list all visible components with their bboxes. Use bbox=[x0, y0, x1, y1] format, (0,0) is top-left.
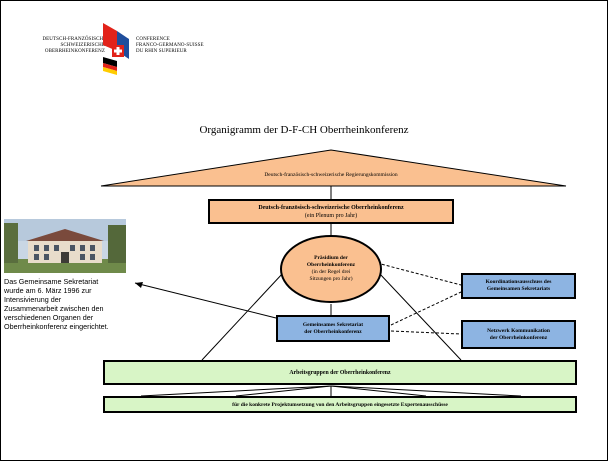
logo-line: DU RHIN SUPERIEUR bbox=[136, 49, 187, 54]
diagram-title: Organigramm der D-F-CH Oberrheinkonferen… bbox=[199, 124, 409, 136]
caption-line: wurde am 6. März 1996 zur bbox=[4, 286, 92, 295]
netzwerk-title: Netzwerk Kommunikation bbox=[487, 327, 550, 334]
praesidium-title: Oberrheinkonferenz bbox=[306, 262, 356, 268]
praesidium-note: (in der Regel drei bbox=[311, 269, 351, 275]
caption-line: Intensivierung der bbox=[4, 295, 62, 304]
oberrheinkonferenz-box: Deutsch-französisch-schweizerische Oberr… bbox=[208, 199, 454, 224]
sekretariat-box: Gemeinsames Sekretariat der Oberrheinkon… bbox=[276, 315, 390, 342]
praesidium-ellipse bbox=[280, 235, 382, 303]
oberrheinkonferenz-title: Deutsch-französisch-schweizerische Oberr… bbox=[258, 204, 404, 211]
regierungskommission-triangle bbox=[100, 149, 567, 187]
caption-line: Oberrheinkonferenz eingerichtet. bbox=[4, 322, 109, 331]
koordination-title: Gemeinsamen Sekretariats bbox=[486, 286, 551, 292]
sekretariat-caption: Das Gemeinsame Sekretariat wurde am 6. M… bbox=[4, 277, 144, 331]
sekretariat-title: Gemeinsames Sekretariat bbox=[302, 321, 364, 328]
logo-line: SCHWEIZERISCHE bbox=[60, 43, 105, 48]
logo-line: OBERRHEINKONFERENZ bbox=[44, 49, 105, 54]
expertenausschuesse-box: für die konkrete Projektumsetzung von de… bbox=[103, 396, 577, 413]
caption-line: verschiedenen Organen der bbox=[4, 313, 94, 322]
oberrheinkonferenz-subtitle: (ein Plenum pro Jahr) bbox=[304, 212, 358, 219]
logo-text-french: CONFERENCE FRANCO-GERMANO-SUISSE DU RHIN… bbox=[136, 37, 236, 55]
caption-line: Das Gemeinsame Sekretariat bbox=[4, 277, 99, 286]
koordination-title: Koordinationsausschuss des bbox=[485, 279, 552, 285]
netzwerk-box: Netzwerk Kommunikation der Oberrheinkonf… bbox=[461, 320, 576, 349]
koordinationsausschuss-box: Koordinationsausschuss des Gemeinsamen S… bbox=[461, 273, 576, 299]
sekretariat-building-photo bbox=[4, 219, 126, 273]
praesidium-note: Sitzungen pro Jahr) bbox=[309, 276, 353, 282]
logo-flags-icon bbox=[103, 23, 129, 75]
regierungskommission-label: Deutsch-französisch-schweizerische Regie… bbox=[264, 172, 398, 178]
logo-text-german: DEUTSCH-FRANZÖSISCH- SCHWEIZERISCHE OBER… bbox=[15, 37, 105, 55]
logo-line: DEUTSCH-FRANZÖSISCH- bbox=[42, 37, 105, 42]
caption-line: Zusammenarbeit zwischen den bbox=[4, 304, 104, 313]
logo-line: CONFERENCE bbox=[136, 37, 170, 42]
logo-line: FRANCO-GERMANO-SUISSE bbox=[136, 43, 204, 48]
netzwerk-title: der Oberrheinkonferenz bbox=[489, 334, 548, 341]
arbeitsgruppen-box: Arbeitsgruppen der Oberrheinkonferenz bbox=[103, 360, 577, 385]
sekretariat-title: der Oberrheinkonferenz bbox=[304, 328, 362, 335]
praesidium-node: Präsidium der Oberrheinkonferenz (in der… bbox=[286, 243, 376, 295]
praesidium-title: Präsidium der bbox=[314, 255, 348, 261]
